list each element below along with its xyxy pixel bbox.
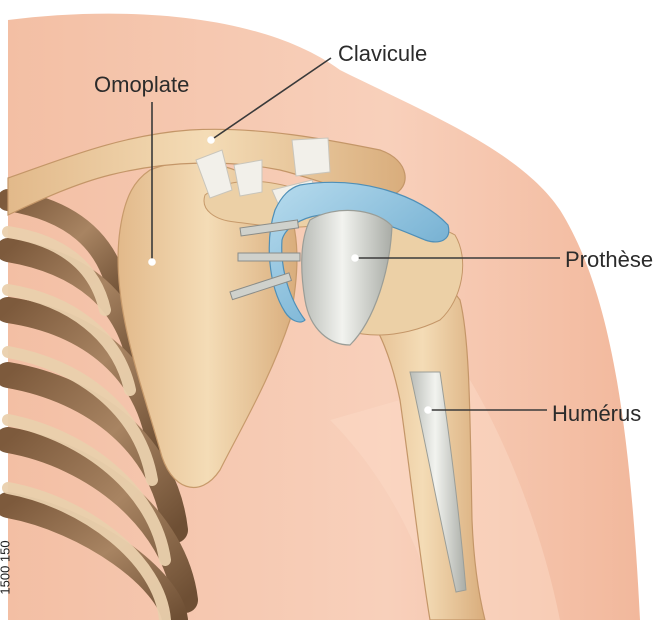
label-humerus: Humérus (552, 401, 641, 427)
label-omoplate: Omoplate (94, 72, 189, 98)
image-credit: 1500 150 (0, 540, 13, 594)
label-clavicule: Clavicule (338, 41, 427, 67)
label-prothese: Prothèse (565, 247, 653, 273)
